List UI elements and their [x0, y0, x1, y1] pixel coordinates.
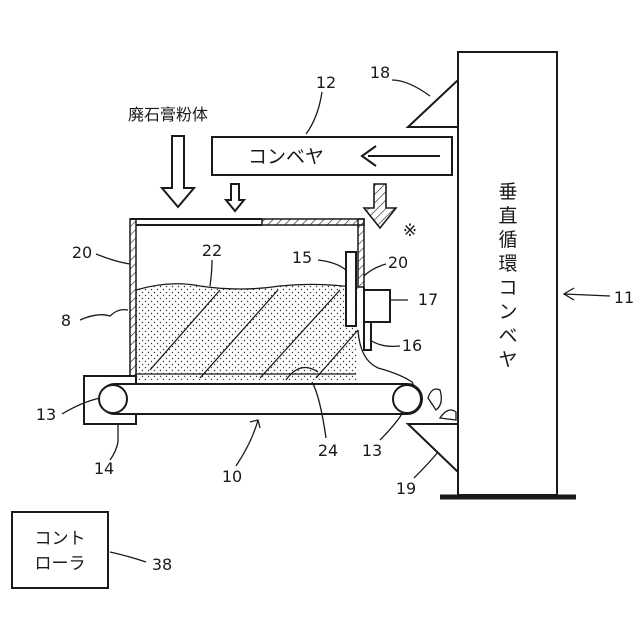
ref-8: 8: [61, 311, 71, 330]
ref-19: 19: [396, 479, 416, 498]
ref-11: 11: [614, 288, 634, 307]
svg-text:垂: 垂: [498, 181, 517, 203]
ref-18: 18: [370, 63, 390, 82]
ref-17: 17: [418, 290, 438, 309]
vertical-conveyor: 垂 直 循 環 コ ン ベ ヤ: [440, 52, 576, 497]
svg-text:ン: ン: [498, 301, 517, 323]
horizontal-conveyor: コンベヤ: [212, 137, 452, 175]
ref-13-right: 13: [362, 441, 382, 460]
arrow-11: [564, 294, 610, 296]
svg-text:コ: コ: [498, 277, 517, 299]
container: [130, 219, 414, 398]
note-mark: ※: [403, 221, 417, 241]
ref-15: 15: [292, 248, 312, 267]
lower-chute: [408, 424, 458, 472]
ref-13-left: 13: [36, 405, 56, 424]
horizontal-conveyor-label: コンベヤ: [248, 146, 324, 168]
ref-24: 24: [318, 441, 338, 460]
material-label: 廃石膏粉体: [128, 105, 208, 124]
ref-38: 38: [152, 555, 172, 574]
material-input-arrow: [162, 136, 194, 207]
svg-text:ベ: ベ: [498, 325, 517, 347]
ref-12: 12: [316, 73, 336, 92]
small-down-arrow: [226, 184, 244, 211]
hatched-down-arrow: [364, 184, 396, 228]
svg-text:循: 循: [498, 229, 517, 251]
ref-16: 16: [402, 336, 422, 355]
svg-text:コント: コント: [35, 529, 86, 549]
svg-text:環: 環: [498, 253, 517, 275]
controller: コント ローラ: [12, 512, 108, 588]
ref-22: 22: [202, 241, 222, 260]
ref-20-right: 20: [388, 253, 408, 272]
svg-text:ヤ: ヤ: [498, 349, 517, 371]
ref-10: 10: [222, 467, 242, 486]
ref-14: 14: [94, 459, 114, 478]
svg-text:ローラ: ローラ: [35, 554, 86, 574]
svg-text:直: 直: [498, 205, 517, 227]
ref-20-left: 20: [72, 243, 92, 262]
